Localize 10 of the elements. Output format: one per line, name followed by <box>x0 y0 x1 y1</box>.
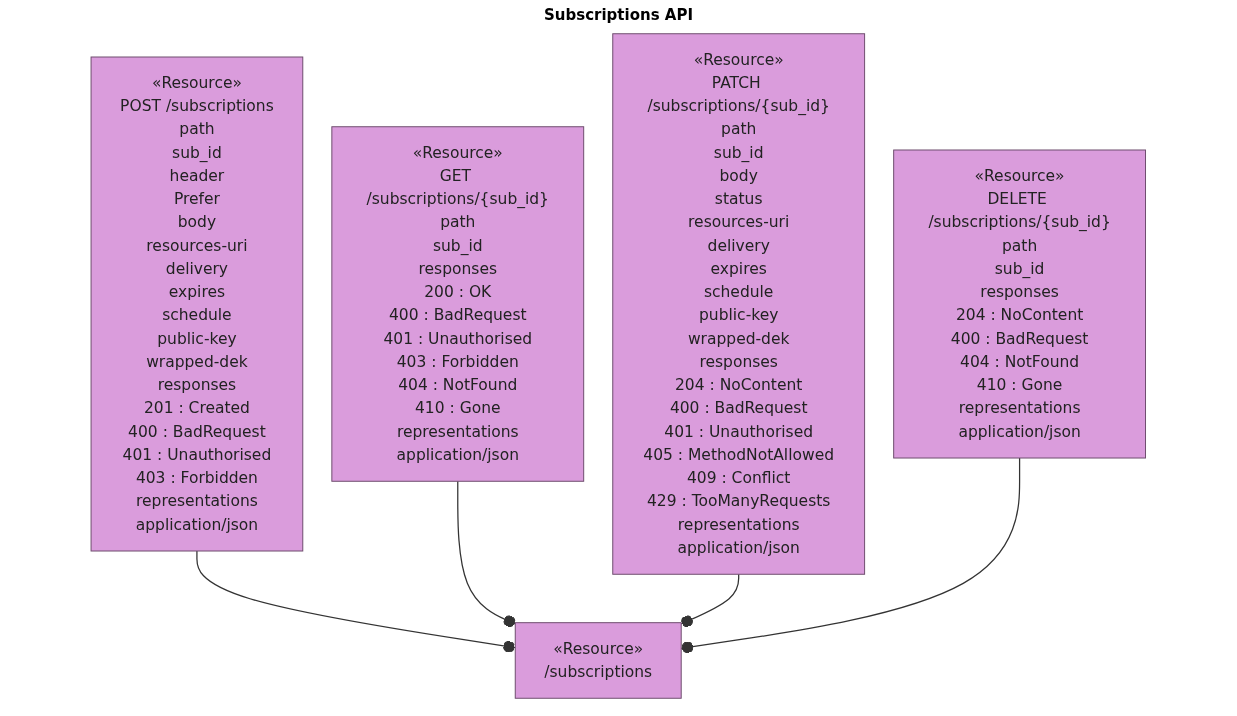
connector <box>680 457 1021 654</box>
connector <box>457 480 517 628</box>
diagram-title: Subscriptions API <box>543 6 694 24</box>
node-box: «Resource» GET /subscriptions/{sub_id} path sub_id responses 200 : OK 400 : BadRequest 401 : Unauthorised 403 : Forbidden 404 : NotFound 410 : Gone representations application/json <box>331 126 585 482</box>
connector <box>680 573 740 628</box>
node-box: «Resource» PATCH /subscriptions/{sub_id} path sub_id body status resources-uri delivery expires schedule public-key wrapped-dek responses 204 : NoContent 400 : BadRequest 401 : Unauthorised 405 : MethodNotAllowed 409 : Conflict 429 : TooManyRequests representations application/json <box>612 33 866 575</box>
node-box: «Resource» POST /subscriptions path sub_id header Prefer body resources-uri delivery expires schedule public-key wrapped-dek responses 201 : Created 400 : BadRequest 401 : Unauthorised 403 : Forbidden representations application/json <box>90 56 304 552</box>
node-box: «Resource» DELETE /subscriptions/{sub_id} path sub_id responses 204 : NoContent 400 : BadRequest 404 : NotFound 410 : Gone representations application/json <box>893 149 1147 459</box>
node-box: «Resource» /subscriptions <box>514 622 682 699</box>
connector <box>196 550 517 653</box>
